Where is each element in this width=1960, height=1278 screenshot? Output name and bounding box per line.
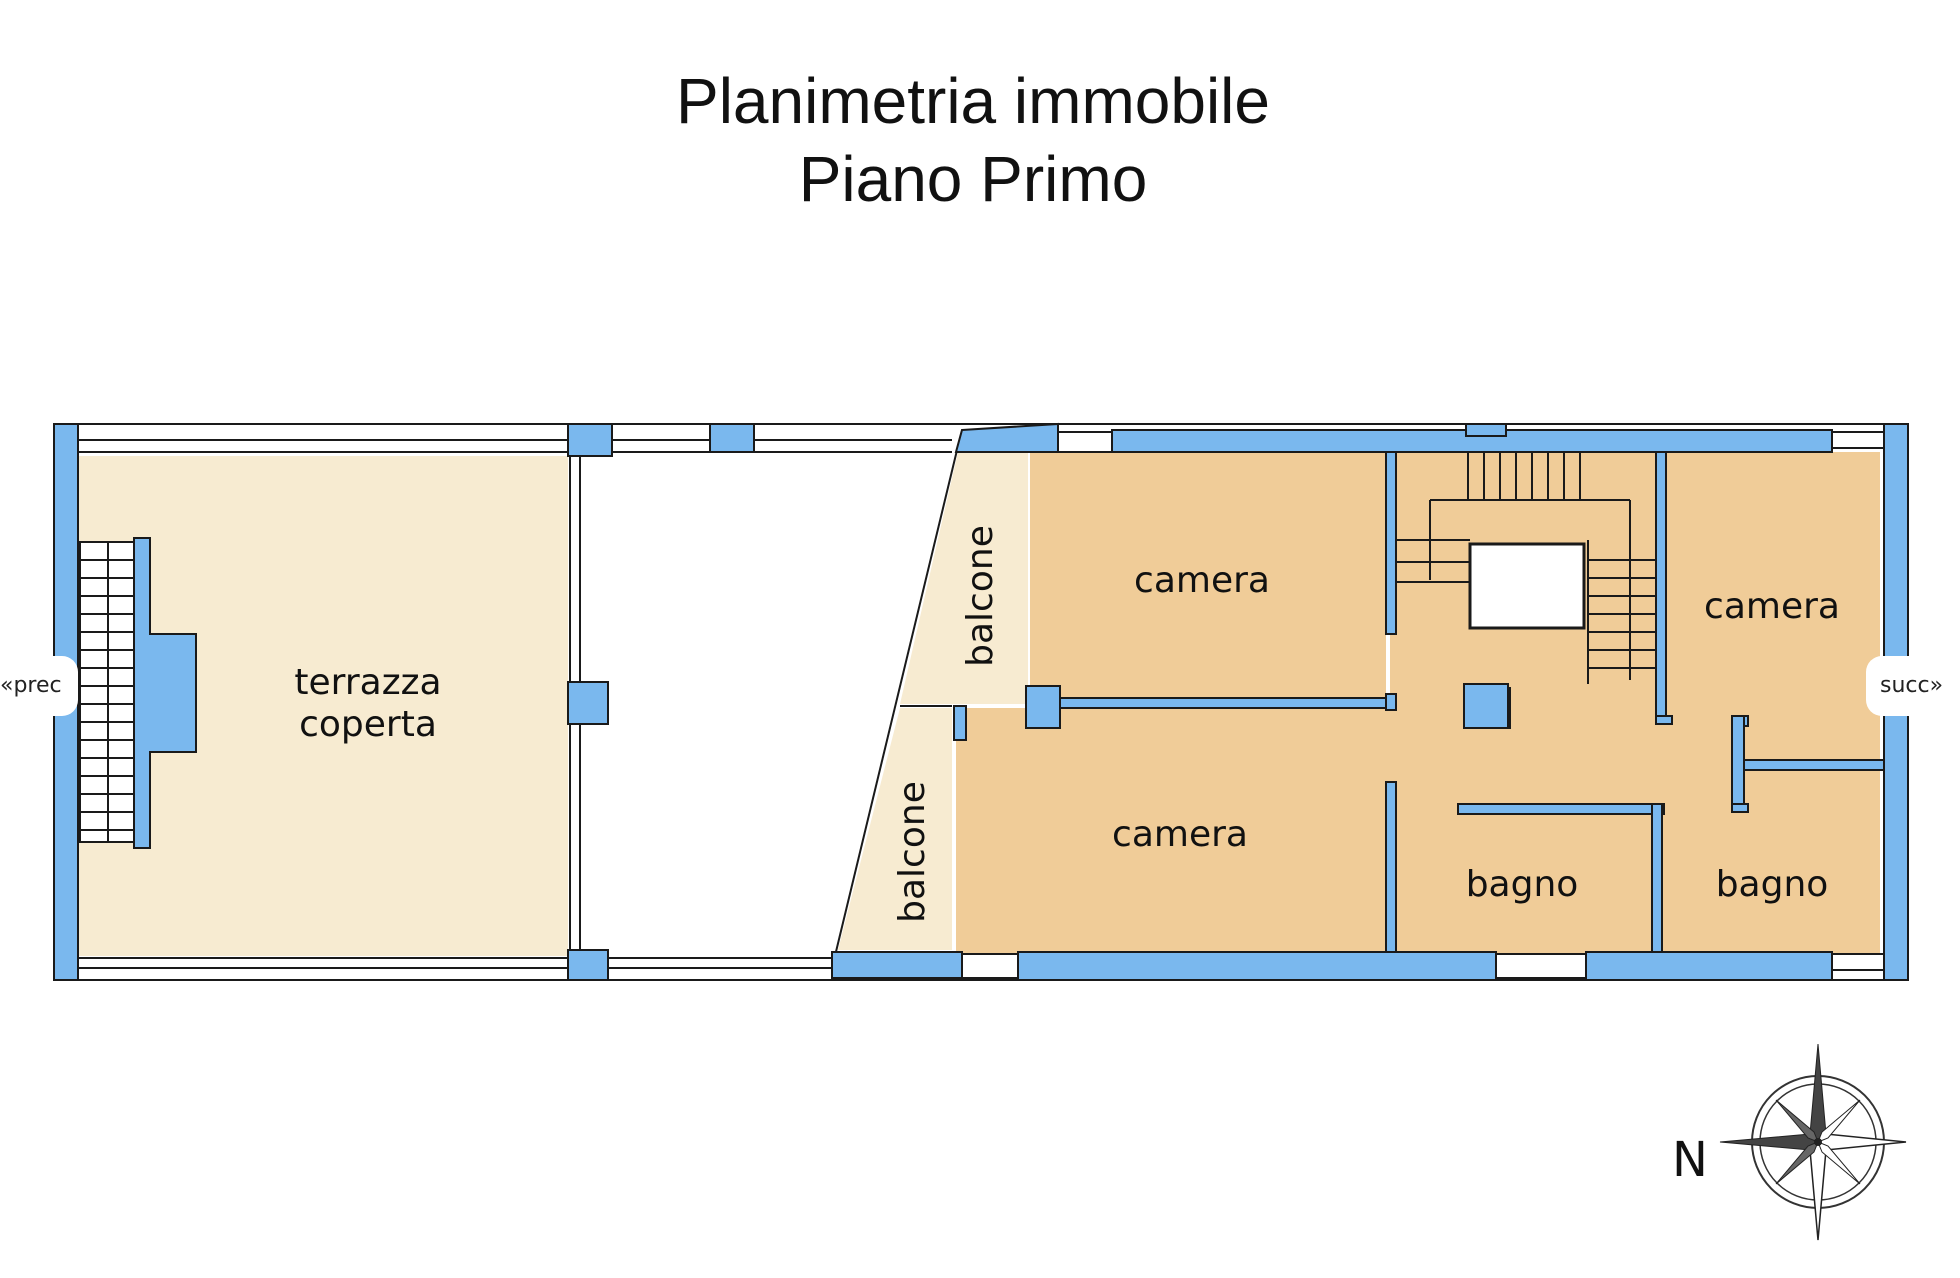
bagno-left-area [1390,812,1648,954]
label-camera-top-right: camera [1704,586,1840,627]
label-camera-bottom: camera [1112,814,1248,855]
label-bagno-right: bagno [1716,864,1829,905]
compass-north-label: N [1672,1132,1708,1188]
label-camera-top-left: camera [1134,560,1270,601]
prev-button[interactable]: «prec [0,656,78,716]
balcone-top-area [900,452,1028,704]
terrace-stairs [79,541,137,843]
stairwell-void [1468,542,1586,630]
terrace-stair-wall [133,537,197,849]
label-terrazza-2: coperta [299,704,437,745]
bagno-right-area [1660,774,1880,954]
page-subtitle: Piano Primo [798,143,1148,215]
label-bagno-left: bagno [1466,864,1579,905]
landing-pillar [1463,683,1509,729]
label-balcone-bottom: balcone [892,781,933,923]
camera-bottom-area [956,708,1386,954]
label-terrazza-1: terrazza [294,662,441,703]
compass-rose-icon [1719,1043,1907,1241]
balcone-bottom-area [838,708,952,950]
label-balcone-top: balcone [960,525,1001,667]
balcone-edge [833,445,959,961]
walls [53,422,1909,981]
title-block: Planimetria immobile Piano Primo [0,62,1946,218]
staircase [1390,452,1656,684]
page-title: Planimetria immobile [676,65,1270,137]
next-button[interactable]: succ» [1866,656,1960,716]
camera-top-left-area [1030,452,1386,702]
window-frames [961,431,1885,979]
